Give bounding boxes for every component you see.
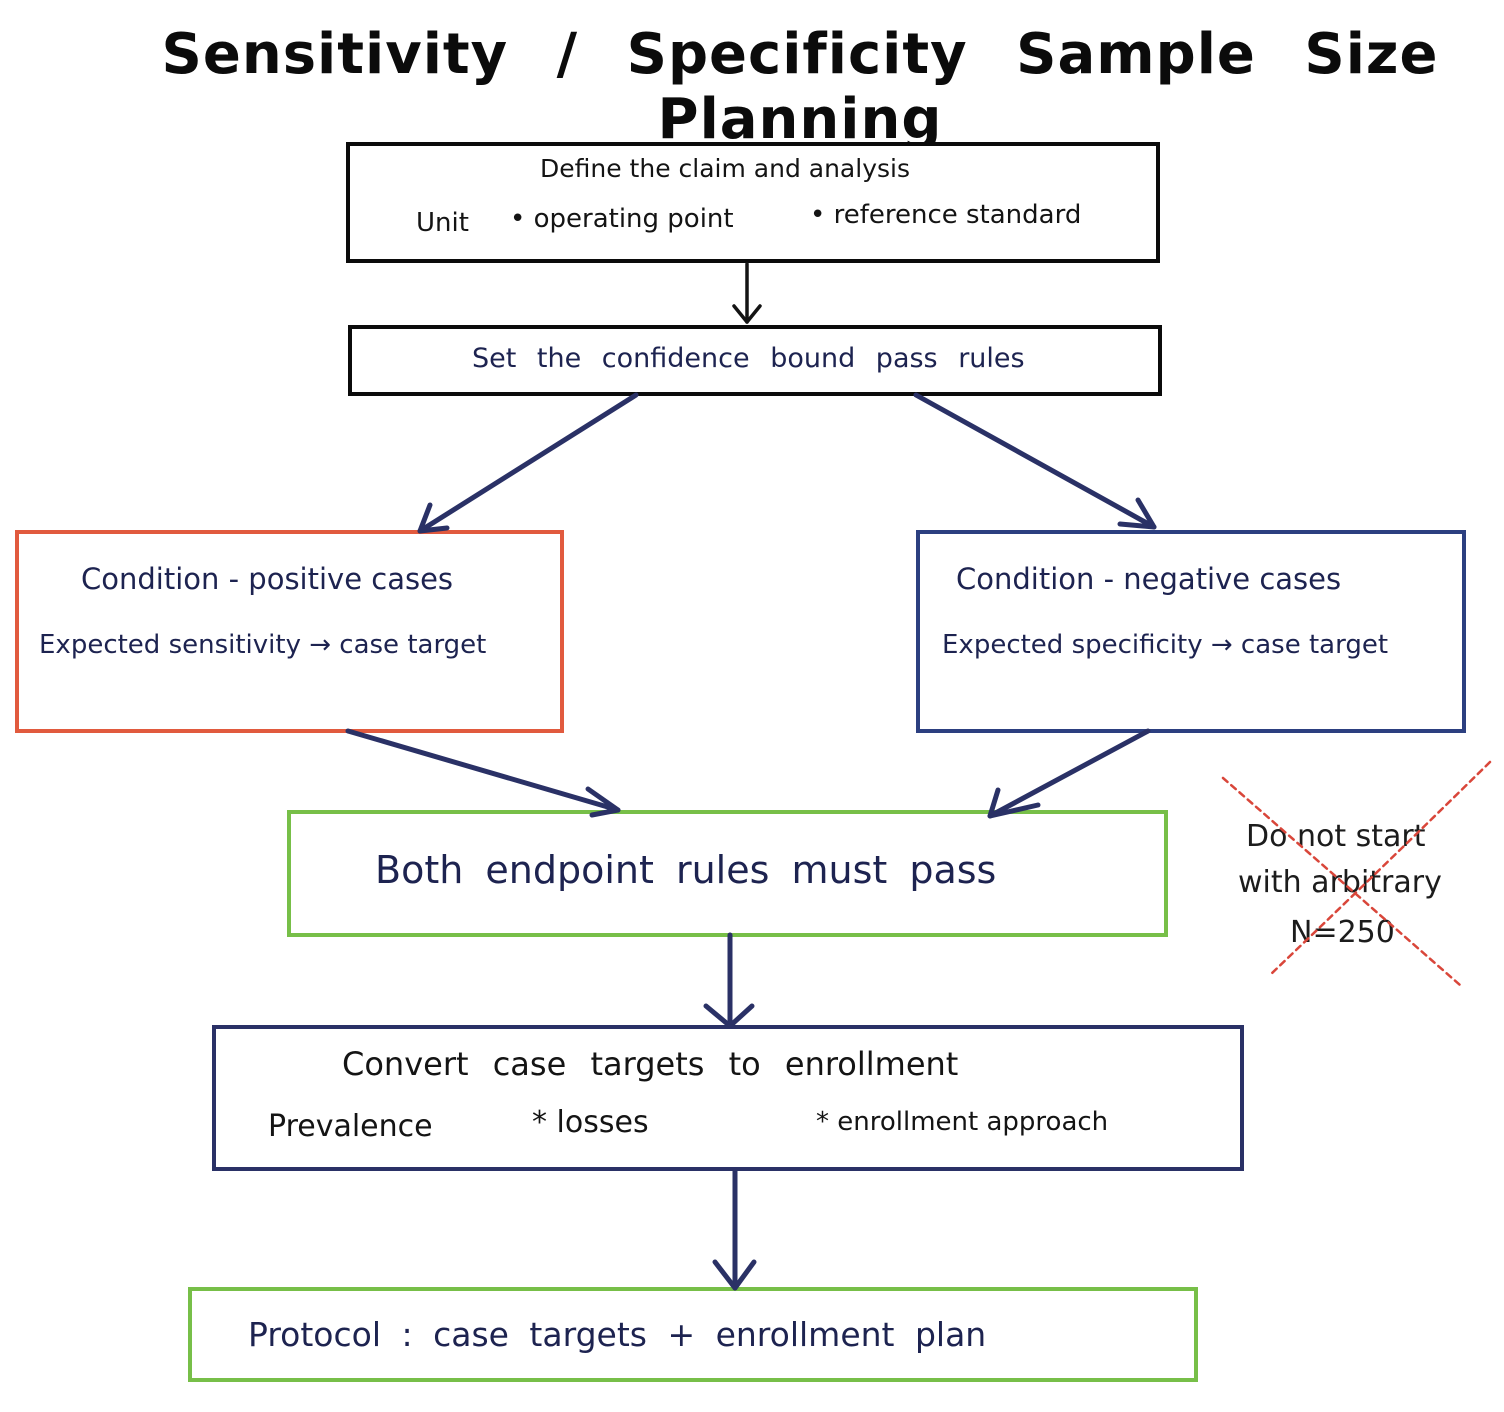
crossed-note-line-1: Do not start — [1246, 819, 1426, 854]
arrow-negative-to-both — [987, 728, 1151, 819]
protocol-title: Protocol : case targets + enrollment pla… — [248, 1315, 987, 1354]
convert-prevalence-label: Prevalence — [268, 1109, 433, 1144]
condition-negative-box: Condition - negative cases Expected spec… — [916, 530, 1466, 733]
both-endpoints-box: Both endpoint rules must pass — [287, 810, 1168, 937]
define-operating-point-label: • operating point — [510, 204, 734, 234]
protocol-box: Protocol : case targets + enrollment pla… — [188, 1287, 1198, 1382]
confidence-bound-box: Set the confidence bound pass rules — [348, 325, 1162, 396]
condition-positive-detail: Expected sensitivity → case target — [39, 630, 487, 660]
define-unit-label: Unit — [416, 208, 469, 238]
page-title: Sensitivity / Specificity Sample Size Pl… — [161, 22, 1439, 152]
convert-enrollment-title: Convert case targets to enrollment — [342, 1045, 959, 1083]
define-claim-box: Define the claim and analysis Unit • ope… — [346, 142, 1160, 263]
convert-enrollment-box: Convert case targets to enrollment Preva… — [212, 1025, 1244, 1171]
arrow-confidence-to-negative — [913, 392, 1157, 530]
confidence-bound-title: Set the confidence bound pass rules — [472, 343, 1025, 374]
define-claim-title: Define the claim and analysis — [540, 154, 910, 183]
arrow-confidence-to-positive — [417, 392, 639, 534]
both-endpoints-title: Both endpoint rules must pass — [375, 848, 997, 892]
convert-enrollment-approach-label: * enrollment approach — [816, 1107, 1109, 1137]
convert-losses-label: * losses — [532, 1105, 649, 1140]
condition-negative-title: Condition - negative cases — [956, 562, 1342, 596]
condition-negative-detail: Expected specificity → case target — [942, 630, 1389, 660]
crossed-note-line-2: with arbitrary — [1238, 865, 1442, 900]
arrow-positive-to-both — [345, 728, 621, 818]
define-reference-standard-label: • reference standard — [810, 200, 1082, 230]
arrow-define-to-confidence — [732, 262, 762, 324]
condition-positive-box: Condition - positive cases Expected sens… — [15, 530, 564, 733]
arrow-both-to-convert — [703, 932, 755, 1029]
crossed-note-line-3: N=250 — [1290, 915, 1395, 950]
arrow-convert-to-protocol — [712, 1167, 757, 1291]
condition-positive-title: Condition - positive cases — [81, 562, 454, 596]
